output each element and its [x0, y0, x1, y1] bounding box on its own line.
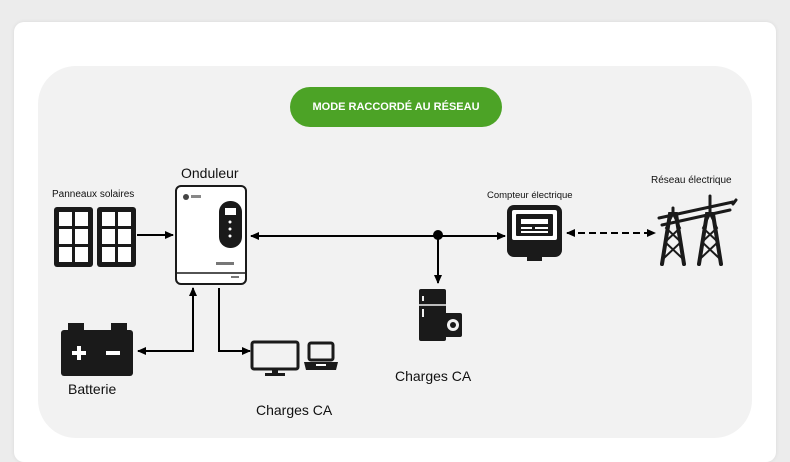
- mode-button[interactable]: MODE RACCORDÉ AU RÉSEAU: [290, 87, 502, 127]
- ac-loads-right-label: Charges CA: [395, 368, 472, 384]
- energy-flow-diagram: [54, 185, 738, 376]
- battery-label: Batterie: [68, 381, 117, 397]
- solar-panels-label: Panneaux solaires: [52, 189, 135, 200]
- junction-dot: [433, 230, 443, 240]
- inverter-to-loads-arrow: [218, 288, 251, 355]
- solar-panel-icon: [54, 207, 136, 267]
- appliances-icon: [419, 289, 462, 341]
- ac-loads-bottom-label: Charges CA: [256, 402, 333, 418]
- laptop-icon: [304, 341, 338, 370]
- grid-label: Réseau électrique: [651, 175, 732, 186]
- meter-label: Compteur électrique: [487, 190, 573, 201]
- inverter-label: Onduleur: [181, 165, 239, 181]
- flow-arrows: [137, 229, 656, 355]
- battery-inverter-arrow: [137, 287, 197, 355]
- monitor-icon: [250, 340, 300, 376]
- diagram-panel: [38, 66, 752, 438]
- power-tower-icon: [657, 194, 738, 266]
- inverter-icon: [175, 185, 247, 285]
- battery-icon: [61, 323, 133, 376]
- electric-meter-icon: [507, 205, 562, 261]
